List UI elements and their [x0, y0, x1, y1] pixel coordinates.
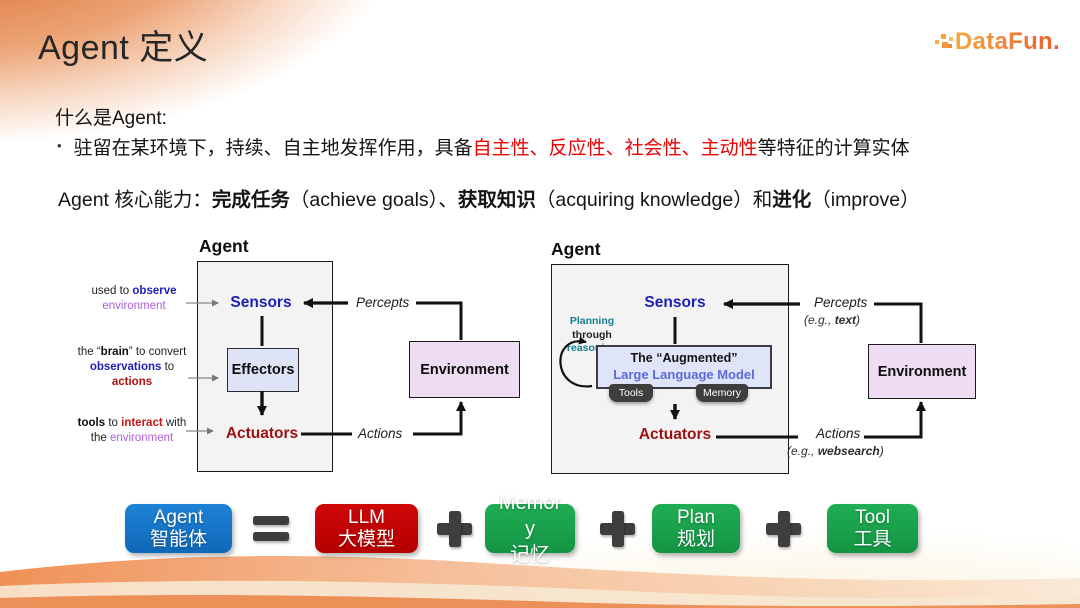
annotation-observe-line1: used to observe [91, 285, 177, 297]
logo-text: DataFun. [954, 28, 1060, 55]
plus-operator-3 [766, 510, 801, 548]
annotation-observe-line2: environment [102, 300, 166, 313]
right-actions-example: (e.g., websearch) [787, 444, 884, 458]
equation-tool-box: Tool 工具 [827, 504, 918, 553]
annotation-tools: tools to interact with the environment [74, 416, 190, 446]
tool-box-zh: 工具 [853, 528, 892, 550]
agent-box-zh: 智能体 [149, 528, 207, 550]
augmented-llm-box: The “Augmented” Large Language Model [596, 345, 772, 389]
annotation-brain-line1: the “brain” to convert [77, 346, 187, 358]
intro-heading: 什么是Agent: [55, 108, 167, 129]
right-environment-label: Environment [877, 363, 967, 380]
bullet-marker: • [57, 138, 62, 153]
memory-box-line1: Memor [498, 491, 562, 514]
left-effectors-box: Effectors [227, 348, 299, 392]
core-abilities-line: Agent 核心能力：完成任务（achieve goals）、获取知识（acqu… [58, 189, 920, 211]
llm-box-en: LLM [348, 506, 385, 528]
memory-tab: Memory [696, 384, 748, 402]
llm-line2: Large Language Model [613, 366, 755, 382]
right-environment-box: Environment [868, 344, 976, 399]
top-left-orange-gradient [0, 0, 700, 270]
agent-box-en: Agent [153, 506, 204, 528]
plan-box-en: Plan [676, 506, 716, 528]
annotation-tools-line2: the environment [90, 432, 174, 445]
right-actions-label: Actions [816, 426, 861, 441]
bullet-text: 驻留在某环境下，持续、自主地发挥作用，具备自主性、反应性、社会性、主动性等特征的… [73, 138, 910, 159]
right-line-percepts-to-environment [874, 302, 923, 343]
llm-box-zh: 大模型 [337, 528, 395, 550]
annotation-brain: the “brain” to convert observations to a… [76, 345, 188, 391]
left-agent-label: Agent [199, 236, 249, 256]
bullet-red-traits: 自主性、反应性、社会性、主动性 [472, 138, 758, 159]
left-actions-label: Actions [358, 426, 403, 441]
memory-box-line3: 记忆 [510, 543, 550, 566]
tools-tab-label: Tools [618, 387, 644, 399]
annotation-tools-line1: tools to interact with [77, 417, 187, 429]
equation-agent-box: Agent 智能体 [125, 504, 232, 553]
right-percepts-example: (e.g., text) [804, 313, 861, 327]
annotation-observe: used to observe environment [80, 284, 188, 314]
right-sensors-label: Sensors [644, 294, 706, 311]
plus-operator-1 [437, 510, 472, 548]
left-actuators-label: Actuators [225, 425, 299, 442]
intro-bullet: • 驻留在某环境下，持续、自主地发挥作用，具备自主性、反应性、社会性、主动性等特… [55, 133, 910, 160]
left-effectors-label: Effectors [231, 362, 295, 378]
page-title: Agent 定义 [38, 29, 209, 67]
annotation-brain-line3: actions [111, 376, 153, 389]
logo-pixels-icon [934, 29, 954, 55]
right-arrow-actions-to-environment [864, 401, 926, 439]
planning-line1: Planning through [569, 315, 615, 341]
annotation-brain-line2: observations to [89, 361, 175, 374]
llm-line1: The “Augmented” [630, 351, 738, 366]
right-actuators-label: Actuators [638, 426, 712, 443]
left-line-percepts-to-environment [416, 301, 463, 340]
left-environment-box: Environment [409, 341, 520, 398]
equation-plan-box: Plan 规划 [652, 504, 740, 553]
tools-tab: Tools [609, 384, 653, 402]
left-environment-label: Environment [420, 361, 509, 378]
equation-llm-box: LLM 大模型 [315, 504, 418, 553]
memory-tab-label: Memory [703, 387, 741, 399]
tool-box-en: Tool [855, 506, 890, 528]
left-sensors-label: Sensors [230, 294, 292, 311]
datafun-logo: DataFun. [934, 28, 1060, 56]
equals-operator [253, 510, 289, 548]
right-agent-label: Agent [551, 239, 601, 259]
plus-operator-2 [600, 510, 635, 548]
equation-memory-box: Memor y 记忆 [485, 492, 575, 566]
bottom-wave-decoration [0, 556, 1080, 608]
memory-box-line2: y [525, 517, 535, 540]
right-percepts-label: Percepts [814, 295, 868, 310]
left-percepts-label: Percepts [356, 295, 410, 310]
wave-band-bottom [0, 595, 1080, 608]
left-arrow-actions-to-environment [413, 401, 466, 436]
plan-box-zh: 规划 [676, 528, 715, 550]
